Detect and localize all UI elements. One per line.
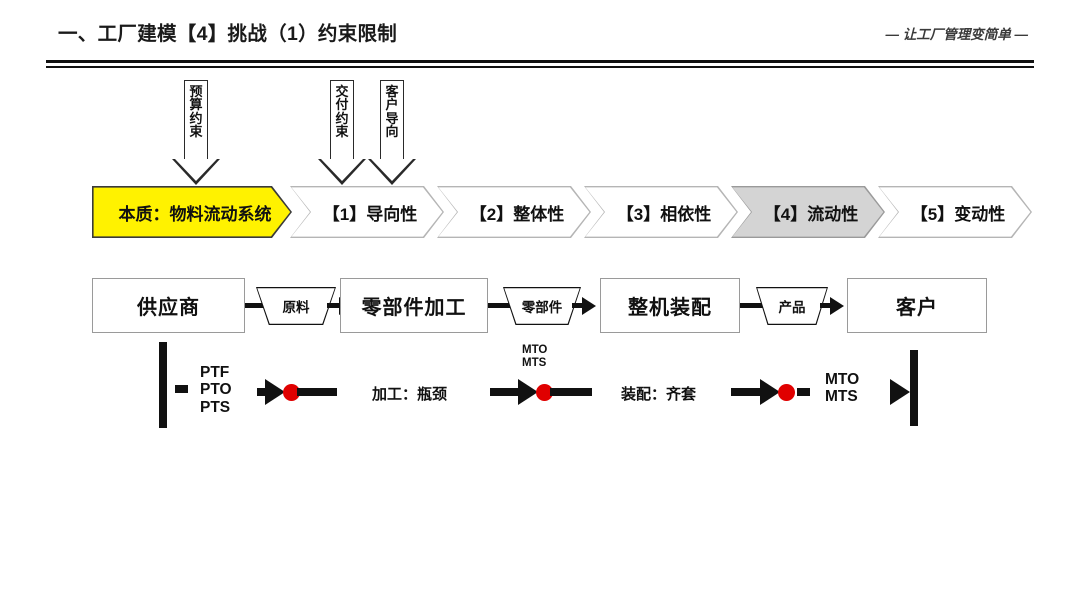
arrow-head-right-icon bbox=[760, 379, 780, 405]
order-type-pto: PTO bbox=[200, 381, 232, 399]
flow-start-bar bbox=[159, 342, 167, 428]
chevron-label: 【1】导向性 bbox=[322, 204, 418, 224]
connector-raw-parts bbox=[327, 303, 341, 308]
order-type-pts: PTS bbox=[200, 398, 231, 416]
arrow-head-right-icon bbox=[830, 296, 844, 315]
process-box-label: 供应商 bbox=[137, 297, 200, 319]
chevron-fill bbox=[290, 186, 444, 238]
chevron-fill bbox=[92, 186, 292, 238]
arrow-head-down-icon bbox=[172, 159, 220, 185]
header-rule-thick bbox=[46, 60, 1034, 63]
header-tagline: — 让工厂管理变简单 — bbox=[885, 27, 1028, 42]
mto-mid-line2: MTS bbox=[522, 356, 547, 369]
connector-parts-component bbox=[488, 303, 513, 308]
principle-chevron-band: 本质：物料流动系统 【1】导向性 【2】整体性 【3】相依性 【4】流动性 bbox=[0, 186, 1080, 238]
chevron-fill bbox=[437, 186, 591, 238]
arrow-shaft bbox=[184, 80, 208, 160]
chevron-label: 本质：物料流动系统 bbox=[118, 204, 272, 224]
flow-dash-left bbox=[175, 385, 188, 393]
process-box-assembly[interactable]: 整机装配 bbox=[600, 278, 740, 333]
chevron-shape bbox=[731, 186, 885, 238]
material-funnel-raw: 原料 bbox=[256, 287, 336, 325]
mto-right-line1: MTO bbox=[825, 371, 860, 388]
material-label-product: 产品 bbox=[778, 300, 806, 315]
chevron-fill bbox=[584, 186, 738, 238]
arrow-head-right-icon bbox=[890, 379, 910, 405]
funnel-shape bbox=[256, 287, 336, 325]
constraint-label-customer: 客户导向 bbox=[385, 84, 399, 139]
stage-label-machining: 加工：瓶颈 bbox=[372, 386, 448, 403]
funnel-shape bbox=[756, 287, 828, 325]
stage-label-assembly: 装配：齐套 bbox=[621, 386, 697, 403]
flow-line-1b bbox=[297, 388, 337, 396]
order-type-list: PTF PTO PTS bbox=[200, 364, 232, 416]
connector-assembly-product bbox=[740, 303, 770, 308]
arrow-head-right-icon bbox=[518, 379, 538, 405]
mto-mts-label-right: MTO MTS bbox=[825, 371, 859, 406]
chevron-shape bbox=[437, 186, 591, 238]
material-label-raw: 原料 bbox=[282, 300, 310, 315]
mto-right-line2: MTS bbox=[825, 388, 858, 406]
flow-line-3a bbox=[731, 388, 765, 396]
header-rule-thin bbox=[46, 66, 1034, 68]
chevron-shape bbox=[92, 186, 292, 238]
order-type-ptf: PTF bbox=[200, 364, 230, 381]
constraint-label-delivery: 交付约束 bbox=[335, 84, 349, 139]
process-box-label: 客户 bbox=[896, 297, 938, 319]
buffer-dot-shipping bbox=[778, 384, 795, 401]
chevron-shape bbox=[878, 186, 1032, 238]
process-box-label: 整机装配 bbox=[628, 297, 712, 319]
chevron-integrity[interactable]: 【2】整体性 bbox=[437, 186, 591, 238]
chevron-fill bbox=[731, 186, 885, 238]
arrow-shaft bbox=[330, 80, 354, 160]
flow-dash-right bbox=[797, 388, 810, 396]
chevron-fill bbox=[878, 186, 1032, 238]
page-title: 一、工厂建模【4】挑战（1）约束限制 bbox=[58, 23, 398, 45]
connector-component-assembly bbox=[572, 303, 584, 308]
chevron-shape bbox=[584, 186, 738, 238]
chevron-orientation[interactable]: 【1】导向性 bbox=[290, 186, 444, 238]
chevron-label: 【2】整体性 bbox=[469, 204, 565, 224]
material-funnel-component: 零部件 bbox=[503, 287, 581, 325]
mto-mid-line1: MTO bbox=[522, 344, 548, 356]
process-box-label: 零部件加工 bbox=[361, 297, 467, 319]
arrow-head-down-icon bbox=[318, 159, 366, 185]
chevron-label: 【5】变动性 bbox=[910, 204, 1006, 224]
constraint-label-budget: 预算约束 bbox=[189, 84, 203, 139]
flow-line-2a bbox=[490, 388, 524, 396]
connector-supplier-raw bbox=[245, 303, 275, 308]
buffer-dot-assembly bbox=[536, 384, 553, 401]
process-box-supplier[interactable]: 供应商 bbox=[92, 278, 245, 333]
chevron-fluidity[interactable]: 【4】流动性 bbox=[731, 186, 885, 238]
chevron-variability[interactable]: 【5】变动性 bbox=[878, 186, 1032, 238]
arrow-head-right-icon bbox=[265, 379, 285, 405]
material-label-component: 零部件 bbox=[521, 300, 563, 315]
mto-mts-label-mid: MTO MTS bbox=[522, 344, 547, 370]
chevron-label: 【4】流动性 bbox=[763, 204, 859, 224]
chevron-label: 【3】相依性 bbox=[616, 204, 712, 224]
funnel-shape bbox=[503, 287, 581, 325]
flow-end-bar bbox=[910, 350, 918, 426]
material-funnel-product: 产品 bbox=[756, 287, 828, 325]
chevron-dependency[interactable]: 【3】相依性 bbox=[584, 186, 738, 238]
buffer-dot-machining bbox=[283, 384, 300, 401]
arrow-head-down-icon bbox=[368, 159, 416, 185]
process-box-parts[interactable]: 零部件加工 bbox=[340, 278, 488, 333]
chevron-shape bbox=[290, 186, 444, 238]
arrow-shaft bbox=[380, 80, 404, 160]
connector-product-customer bbox=[820, 303, 832, 308]
flow-line-2b bbox=[550, 388, 592, 396]
chevron-essence[interactable]: 本质：物料流动系统 bbox=[92, 186, 292, 238]
process-box-customer[interactable]: 客户 bbox=[847, 278, 987, 333]
arrow-head-right-icon bbox=[582, 296, 596, 315]
